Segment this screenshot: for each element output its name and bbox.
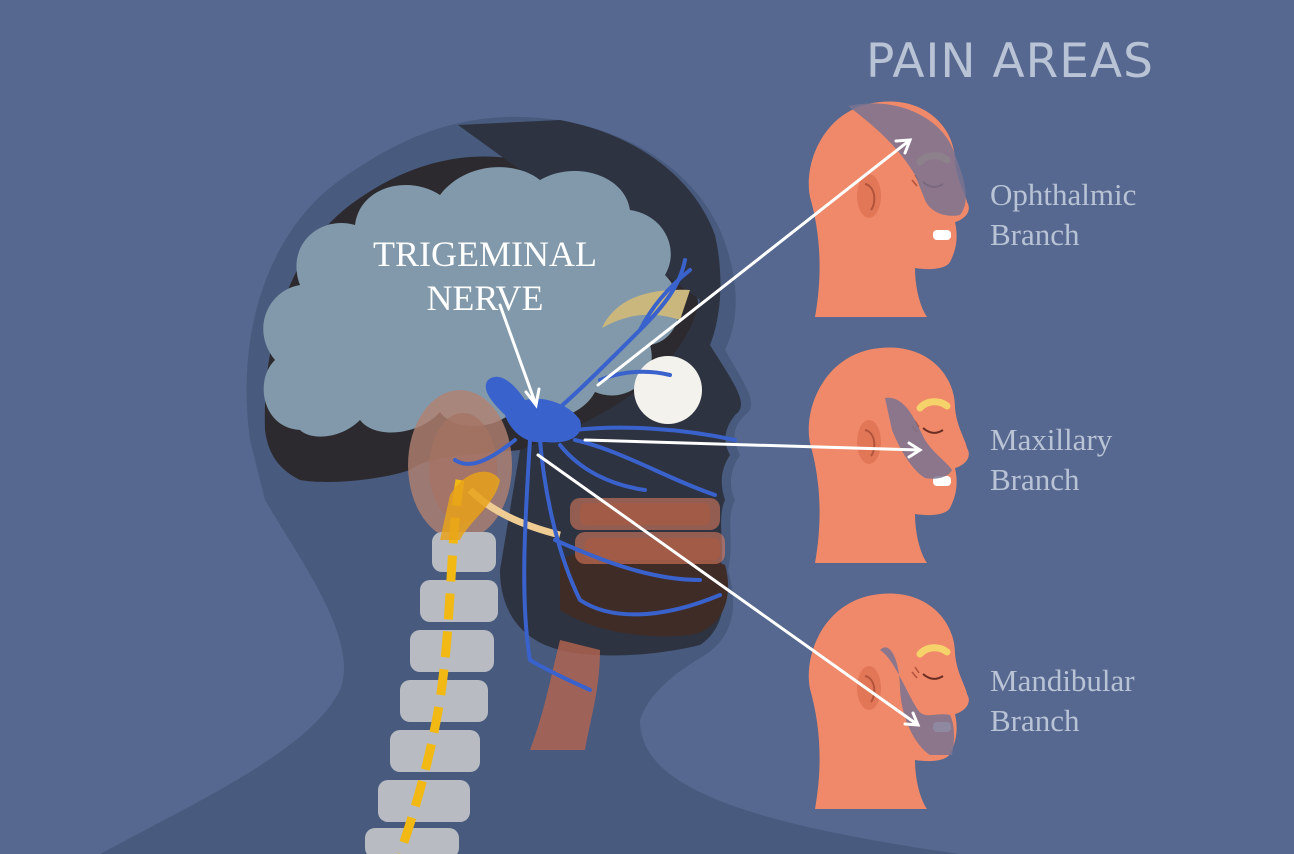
label-pointer-arrow [498, 303, 541, 409]
head-mandibular [809, 593, 969, 809]
head-cross-section [100, 116, 960, 854]
throat [530, 640, 600, 750]
ophthalmic-pain-zone [848, 103, 966, 216]
gum-lower [575, 532, 725, 564]
head-maxillary [809, 347, 969, 563]
nerve-label-line1: TRIGEMINAL [373, 234, 597, 274]
gum-upper [570, 498, 720, 530]
branch-name: Ophthalmic [990, 177, 1137, 212]
trigeminal-nerve-label: TRIGEMINAL NERVE [350, 232, 620, 320]
brainstem [440, 471, 500, 540]
branch-name: Mandibular [990, 663, 1135, 698]
branch-word: Branch [990, 462, 1080, 497]
branch-word: Branch [990, 217, 1080, 252]
ophthalmic-arrow [596, 138, 913, 387]
mandibular-arrow [536, 453, 921, 727]
brain [263, 167, 680, 437]
maxillary-branch-label: Maxillary Branch [990, 420, 1190, 500]
eyeball [634, 356, 702, 424]
pain-areas-title: PAIN AREAS [866, 34, 1154, 89]
head-ophthalmic [809, 101, 969, 317]
spine [365, 532, 498, 854]
trigeminal-nerve [453, 258, 737, 692]
maxillary-pain-zone [885, 397, 952, 479]
ophthalmic-branch-label: Ophthalmic Branch [990, 175, 1190, 255]
mandibular-branch-label: Mandibular Branch [990, 661, 1190, 741]
mandibular-pain-zone [880, 647, 955, 755]
maxillary-arrow [583, 438, 923, 459]
nerve-label-line2: NERVE [426, 278, 544, 318]
branch-name: Maxillary [990, 422, 1113, 457]
tongue [560, 547, 729, 637]
trigeminal-ganglion [485, 376, 581, 443]
arrows [498, 138, 923, 727]
branch-word: Branch [990, 703, 1080, 738]
